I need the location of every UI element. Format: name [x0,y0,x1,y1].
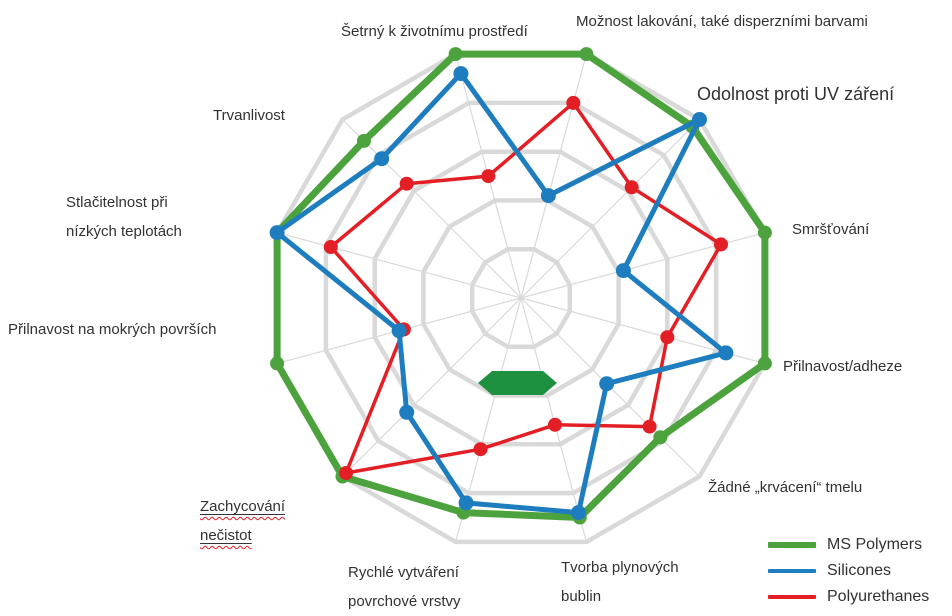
data-point-polyurethanes-5 [642,419,657,434]
legend-swatch-red-line [768,595,816,599]
data-point-ms-polymers-11 [356,133,371,148]
axis-label-prilnavost-mokre: Přilnavost na mokrých površích [8,315,216,344]
data-point-polyurethanes-6 [548,417,562,432]
data-point-ms-polymers-5 [653,430,668,445]
data-point-polyurethanes-1 [566,95,581,110]
data-point-silicones-8 [399,404,415,420]
legend-item-polyurethanes: Polyurethanes [768,584,929,610]
spellcheck-underline: Zachycování [200,492,285,521]
data-point-silicones-7 [458,495,474,511]
axis-label-smrstovani: Smršťování [792,215,869,244]
data-point-polyurethanes-7 [473,442,488,457]
legend-label: MS Polymers [827,536,923,553]
spellcheck-underline: nečistot [200,521,285,550]
axis-label-line: Zachycování [200,498,286,515]
legend-item-ms-polymers: MS Polymers [768,532,929,558]
legend-swatch-blue-line [768,568,816,574]
series-line-polyurethanes [329,101,723,475]
data-point-polyurethanes-2 [624,180,639,195]
legend-item-silicones: Silicones [768,558,929,584]
data-point-polyurethanes-4 [660,330,675,345]
data-point-ms-polymers-4 [757,356,772,371]
axis-label-rychle-vytvareni: Rychlé vytváření povrchové vrstvy [348,558,461,616]
axis-label-odolnost: Odolnost proti UV záření [697,80,894,109]
data-point-polyurethanes-3 [714,237,728,252]
data-point-silicones-11 [374,151,390,167]
axis-spoke-11 [342,119,522,299]
axis-label-zachycovani-necistot: Zachycování nečistot [200,492,285,550]
axis-label-line: nečistot [200,527,252,544]
axis-label-line: nízkých teplotách [66,223,182,240]
axis-label-line: Stlačitelnost při [66,194,168,211]
axis-label-text: Šetrný k životnímu prostředí [341,23,528,40]
data-point-polyurethanes-8 [339,466,353,480]
data-point-ms-polymers-1 [579,47,594,62]
axis-label-text: Možnost lakování, také disperzními barva… [576,13,868,30]
data-point-silicones-0 [453,66,469,82]
axis-label-line: Rychlé vytváření [348,564,459,581]
data-point-silicones-4 [718,345,734,361]
center-blob [478,371,557,395]
axis-spoke-8 [342,297,522,477]
axis-label-line: Tvorba plynových [561,559,679,576]
data-point-silicones-9 [391,323,407,339]
axis-label-stlacitelnost: Stlačitelnost při nízkých teplotách [66,188,182,246]
data-point-ms-polymers-0 [448,47,463,62]
axis-label-line: bublin [561,588,602,605]
data-point-silicones-10 [269,225,285,241]
axis-label-text: Smršťování [792,221,870,238]
axis-label-text: Trvanlivost [213,107,285,124]
data-point-silicones-1 [540,188,556,204]
chart-legend: MS Polymers Silicones Polyurethanes [768,532,929,610]
data-point-silicones-3 [615,263,631,279]
axis-spoke-2 [520,119,700,299]
axis-label-text: Přilnavost na mokrých površích [8,321,217,338]
axis-label-text: Odolnost proti UV záření [697,84,895,104]
axis-label-moznost: Možnost lakování, také disperzními barva… [576,7,868,36]
axis-label-text: Přilnavost/adheze [783,358,903,375]
data-point-polyurethanes-11 [399,176,414,191]
axis-label-tvorba-bublin: Tvorba plynových bublin [561,553,679,611]
legend-label: Polyurethanes [827,588,930,605]
data-point-silicones-6 [571,505,586,521]
legend-swatch-green-line [768,542,816,548]
axis-label-line: povrchové vrstvy [348,593,461,610]
axis-spoke-10 [276,232,522,299]
data-point-polyurethanes-10 [323,240,338,254]
axis-label-zadne-krvaceni: Žádné „krvácení“ tmelu [708,473,862,502]
data-point-polyurethanes-0 [481,169,496,184]
legend-label: Silicones [827,562,892,579]
axis-label-text: Žádné „krvácení“ tmelu [708,479,863,496]
axis-label-trvanlivost: Trvanlivost [213,101,285,130]
axis-spoke-1 [520,53,587,299]
data-point-ms-polymers-9 [270,356,285,371]
axis-label-prilnavost-adheze: Přilnavost/adheze [783,352,902,381]
data-point-silicones-2 [692,112,707,127]
axis-label-setrny: Šetrný k životnímu prostředí [341,17,528,46]
data-point-silicones-5 [599,376,615,392]
data-point-ms-polymers-3 [757,225,772,240]
